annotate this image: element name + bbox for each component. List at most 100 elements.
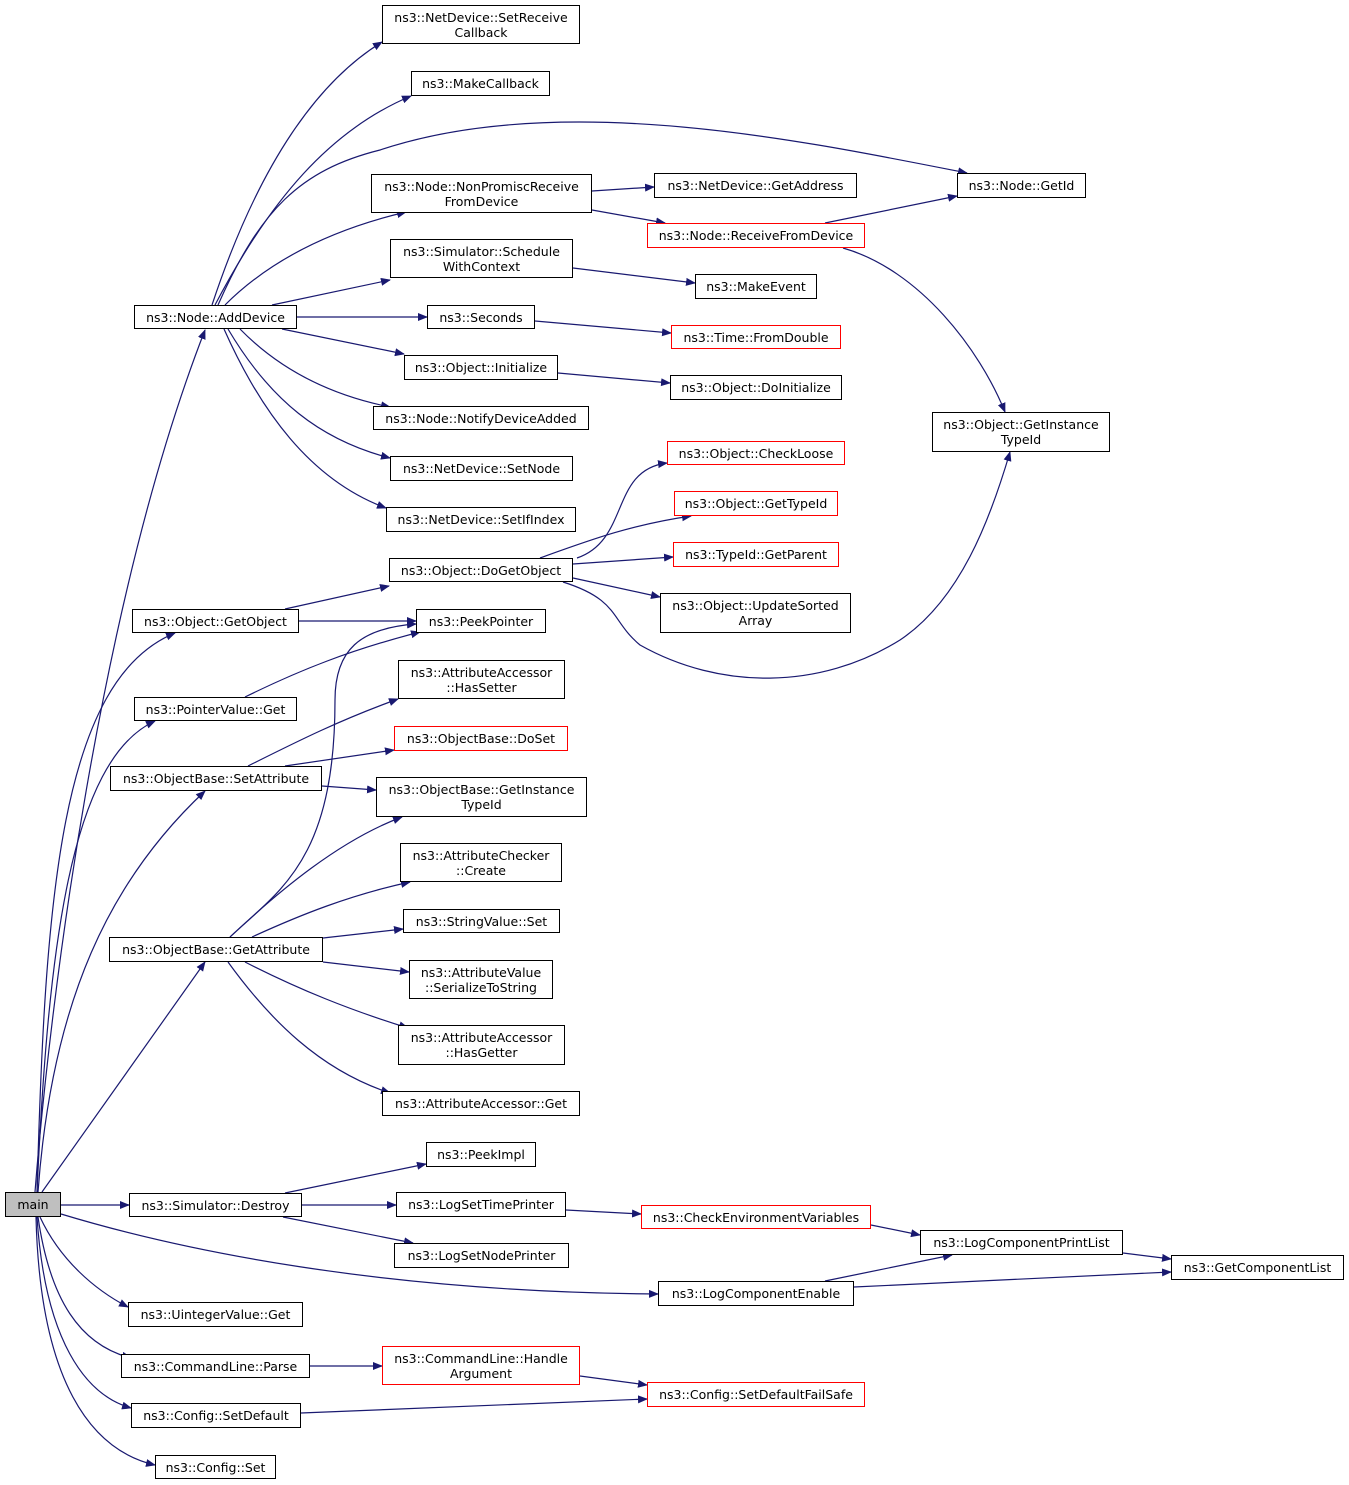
edge-main-to-object-getobject (36, 632, 176, 1193)
node-logcomponentenable[interactable]: ns3::LogComponentEnable (658, 1281, 854, 1306)
edge-node-adddevice-to-simulator-schedulewithcontext (271, 277, 391, 306)
node-simulator-destroy[interactable]: ns3::Simulator::Destroy (129, 1193, 302, 1217)
node-commandline-handleargument[interactable]: ns3::CommandLine::Handle Argument (382, 1346, 580, 1385)
node-object-getobject[interactable]: ns3::Object::GetObject (132, 609, 299, 633)
node-seconds[interactable]: ns3::Seconds (427, 305, 535, 329)
node-logsettimeprinter[interactable]: ns3::LogSetTimePrinter (396, 1192, 566, 1217)
node-peekpointer[interactable]: ns3::PeekPointer (416, 609, 546, 633)
edge-main-to-node-adddevice (34, 329, 206, 1193)
edge-objectbase-setattribute-to-objectbase-getinstancetypeid (321, 785, 377, 794)
node-peekimpl[interactable]: ns3::PeekImpl (426, 1142, 536, 1167)
node-makecallback[interactable]: ns3::MakeCallback (411, 71, 550, 96)
edge-logcomponentenable-to-logcomponentprintlist (824, 1252, 953, 1282)
edge-logcomponentenable-to-getcomponentlist (853, 1268, 1172, 1288)
edge-main-to-config-setdefault (36, 1216, 132, 1410)
edge-node-adddevice-to-node-getid (217, 121, 968, 306)
edge-objectbase-getattribute-to-attributevalue-serializetostring (322, 961, 410, 975)
edge-main-to-uintegervalue-get (39, 1216, 129, 1308)
edge-node-adddevice-to-netdevice-setnode (227, 328, 391, 460)
node-object-gettypeid[interactable]: ns3::Object::GetTypeId (674, 491, 838, 516)
edge-simulator-destroy-to-peekimpl (284, 1161, 427, 1194)
edge-objectbase-getattribute-to-attributeaccessor-get (227, 961, 391, 1094)
edge-main-to-pointervalue-get (36, 720, 156, 1193)
node-config-set[interactable]: ns3::Config::Set (155, 1455, 276, 1479)
node-object-checkloose[interactable]: ns3::Object::CheckLoose (667, 441, 845, 465)
node-attributeaccessor-hasgetter[interactable]: ns3::AttributeAccessor ::HasGetter (398, 1025, 565, 1065)
node-objectbase-setattribute[interactable]: ns3::ObjectBase::SetAttribute (110, 766, 322, 791)
edge-main-to-objectbase-setattribute (37, 790, 206, 1193)
node-node-nonpromiscreceivefromdevice[interactable]: ns3::Node::NonPromiscReceive FromDevice (371, 174, 592, 213)
node-uintegervalue-get[interactable]: ns3::UintegerValue::Get (128, 1302, 303, 1327)
node-attributechecker-create[interactable]: ns3::AttributeChecker ::Create (400, 843, 562, 882)
node-node-notifydeviceadded[interactable]: ns3::Node::NotifyDeviceAdded (373, 406, 589, 430)
node-config-setdefaultfailsafe[interactable]: ns3::Config::SetDefaultFailSafe (647, 1382, 865, 1407)
edge-objectbase-getattribute-to-stringvalue-set (322, 926, 404, 939)
node-typeid-getparent[interactable]: ns3::TypeId::GetParent (673, 542, 839, 567)
edge-node-receivefromdevice-to-object-getinstancetypeid (842, 247, 1006, 413)
node-logsetnodeprinter[interactable]: ns3::LogSetNodePrinter (394, 1243, 569, 1268)
node-time-fromdouble[interactable]: ns3::Time::FromDouble (671, 325, 841, 349)
node-stringvalue-set[interactable]: ns3::StringValue::Set (403, 909, 560, 933)
edge-main-to-config-set (35, 1216, 156, 1467)
node-attributeaccessor-get[interactable]: ns3::AttributeAccessor::Get (382, 1091, 580, 1116)
node-commandline-parse[interactable]: ns3::CommandLine::Parse (121, 1354, 310, 1378)
edge-objectbase-getattribute-to-objectbase-getinstancetypeid (229, 816, 403, 938)
edge-node-receivefromdevice-to-node-getid (824, 193, 958, 224)
edge-object-dogetobject-to-object-checkloose (576, 460, 668, 559)
edge-node-adddevice-to-netdevice-setifindex (223, 328, 387, 509)
edge-object-getobject-to-object-dogetobject (284, 584, 390, 610)
edge-object-dogetobject-to-object-getinstancetypeid (562, 451, 1012, 679)
node-objectbase-getattribute[interactable]: ns3::ObjectBase::GetAttribute (109, 937, 323, 962)
node-config-setdefault[interactable]: ns3::Config::SetDefault (131, 1403, 301, 1428)
edge-pointervalue-get-to-peekpointer (244, 630, 421, 698)
node-object-getinstancetypeid[interactable]: ns3::Object::GetInstance TypeId (932, 412, 1110, 452)
node-netdevice-setnode[interactable]: ns3::NetDevice::SetNode (390, 456, 573, 481)
edge-object-dogetobject-to-typeid-getparent (572, 553, 674, 565)
node-netdevice-setreceivecallback[interactable]: ns3::NetDevice::SetReceive Callback (382, 5, 580, 44)
edge-objectbase-setattribute-to-attributeaccessor-hassetter (247, 698, 399, 767)
edge-nonpromisc-to-netdevice-getaddress (591, 183, 655, 192)
edge-schedulewithcontext-to-makeevent (572, 267, 696, 286)
edge-objectbase-getattribute-to-attributeaccessor-hasgetter (244, 961, 409, 1030)
node-object-updatesortedarray[interactable]: ns3::Object::UpdateSorted Array (660, 593, 851, 633)
edge-nonpromisc-to-node-receivefromdevice (591, 209, 666, 226)
edge-simulator-destroy-to-logsetnodeprinter (282, 1216, 414, 1246)
node-netdevice-setifindex[interactable]: ns3::NetDevice::SetIfIndex (386, 507, 576, 532)
edge-main-to-commandline-parse (37, 1216, 132, 1360)
node-attributevalue-serializetostring[interactable]: ns3::AttributeValue ::SerializeToString (409, 960, 553, 999)
node-object-initialize[interactable]: ns3::Object::Initialize (404, 355, 558, 380)
node-makeevent[interactable]: ns3::MakeEvent (695, 274, 817, 299)
node-object-doinitialize[interactable]: ns3::Object::DoInitialize (670, 375, 842, 400)
node-logcomponentprintlist[interactable]: ns3::LogComponentPrintList (920, 1230, 1123, 1255)
node-pointervalue-get[interactable]: ns3::PointerValue::Get (134, 697, 297, 721)
edge-commandline-handleargument-to-config-setdefaultfailsafe (579, 1375, 648, 1388)
node-getcomponentlist[interactable]: ns3::GetComponentList (1171, 1255, 1344, 1280)
edge-node-adddevice-to-object-initialize (281, 328, 405, 357)
node-node-getid[interactable]: ns3::Node::GetId (957, 173, 1086, 198)
edge-node-adddevice-to-node-nonpromiscreceivefromdevice (224, 210, 407, 306)
edge-seconds-to-time-fromdouble (534, 320, 672, 337)
node-objectbase-doset[interactable]: ns3::ObjectBase::DoSet (394, 726, 568, 751)
node-simulator-schedulewithcontext[interactable]: ns3::Simulator::Schedule WithContext (390, 239, 573, 278)
node-node-adddevice[interactable]: ns3::Node::AddDevice (134, 305, 297, 329)
edge-object-dogetobject-to-object-updatesortedarray (572, 577, 661, 599)
edge-node-adddevice-to-netdevice-setreceivecallback (211, 41, 383, 306)
edge-main-to-objectbase-getattribute (41, 961, 206, 1193)
edge-object-dogetobject-to-object-gettypeid (539, 513, 692, 559)
node-main: main (5, 1192, 61, 1217)
node-node-receivefromdevice[interactable]: ns3::Node::ReceiveFromDevice (647, 223, 865, 248)
edge-config-setdefault-to-config-setdefaultfailsafe (300, 1395, 648, 1414)
node-netdevice-getaddress[interactable]: ns3::NetDevice::GetAddress (654, 173, 857, 198)
node-objectbase-getinstancetypeid[interactable]: ns3::ObjectBase::GetInstance TypeId (376, 777, 587, 817)
node-checkenvironmentvariables[interactable]: ns3::CheckEnvironmentVariables (641, 1205, 871, 1229)
edge-logcomponentprintlist-to-getcomponentlist (1122, 1252, 1172, 1262)
edge-objectbase-setattribute-to-objectbase-doset (284, 747, 395, 767)
edge-main-to-logcomponentenable (60, 1213, 659, 1298)
node-object-dogetobject[interactable]: ns3::Object::DoGetObject (389, 558, 573, 582)
edge-checkenvironmentvariables-to-logcomponentprintlist (870, 1224, 921, 1238)
edge-objectbase-getattribute-to-attributechecker-create (251, 879, 411, 938)
edge-object-initialize-to-object-doinitialize (557, 372, 671, 387)
node-attributeaccessor-hassetter[interactable]: ns3::AttributeAccessor ::HasSetter (398, 660, 565, 699)
